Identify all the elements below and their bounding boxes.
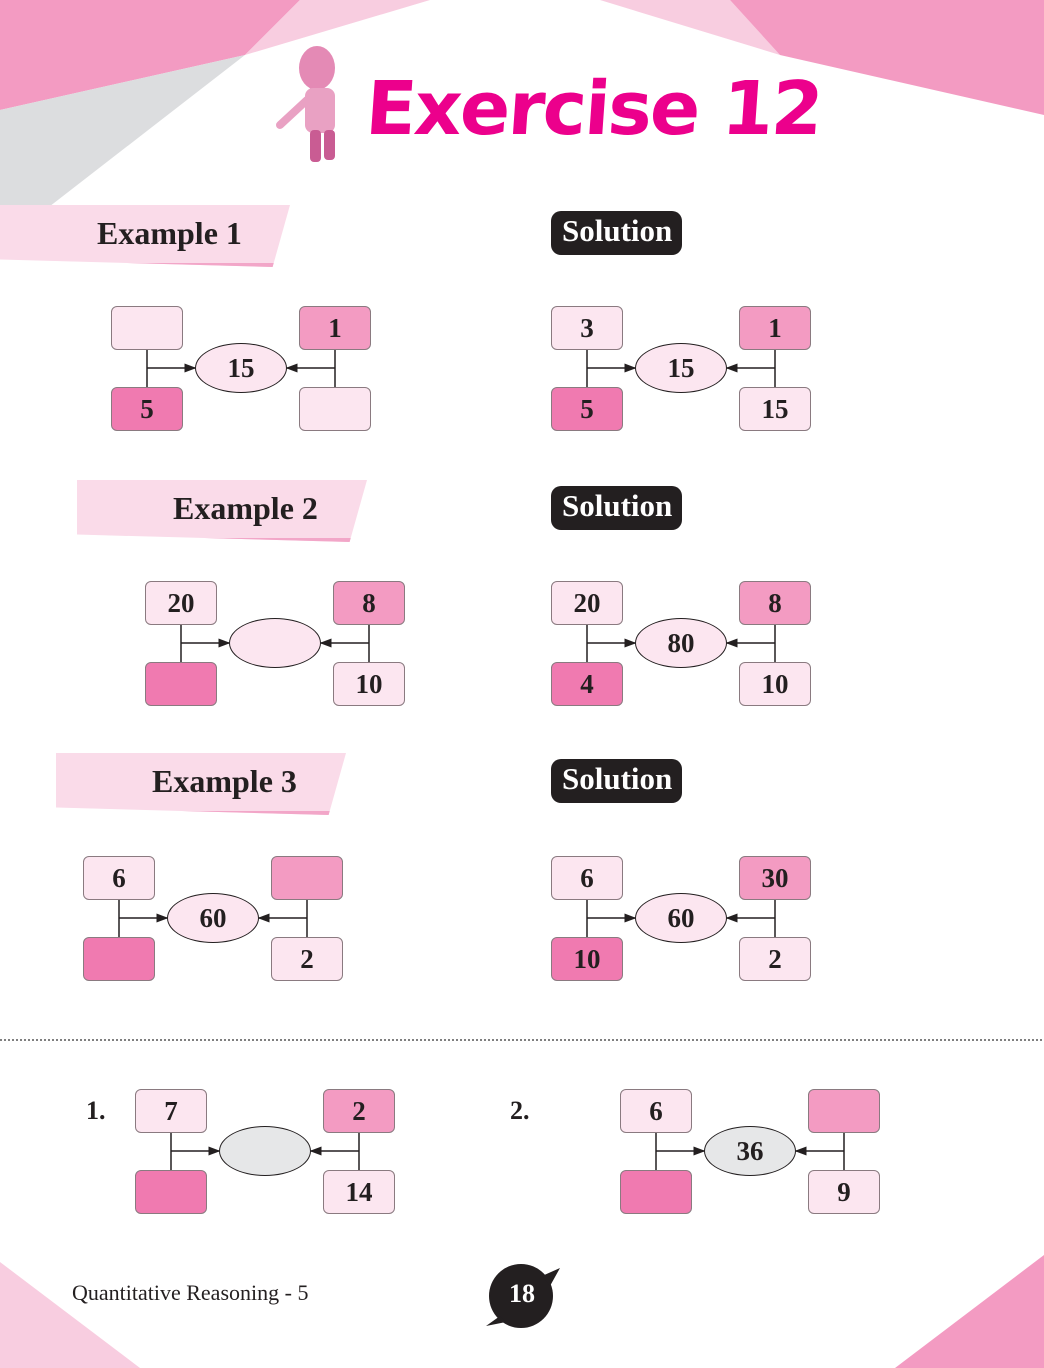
- question-number: 2.: [510, 1096, 530, 1125]
- question-1-box-tl[interactable]: 7: [135, 1089, 207, 1133]
- solution-badge: Solution: [551, 759, 683, 803]
- example-3-connectors: [118, 900, 308, 938]
- solution-1-box-bl: 5: [551, 387, 623, 431]
- example-1-banner: Example 1: [0, 205, 290, 267]
- solution-2-box-br: 10: [739, 662, 811, 706]
- page-title: Exercise 12: [362, 66, 825, 152]
- question-1-center-oval[interactable]: [219, 1126, 311, 1176]
- example-3-box-tl: 6: [83, 856, 155, 900]
- example-label: Example 3: [152, 763, 297, 799]
- solution-1-connectors: [586, 350, 776, 388]
- solution-1-box-br: 15: [739, 387, 811, 431]
- solution-3-box-bl: 10: [551, 937, 623, 981]
- solution-3-center-oval: 60: [635, 893, 727, 943]
- page-number-blob: [486, 1264, 560, 1328]
- question-1-box-br[interactable]: 14: [323, 1170, 395, 1214]
- example-2-box-br: 10: [333, 662, 405, 706]
- question-2-box-tr[interactable]: [808, 1089, 880, 1133]
- solution-badge: Solution: [551, 486, 683, 530]
- solution-2-box-tl: 20: [551, 581, 623, 625]
- solution-2-box-tr: 8: [739, 581, 811, 625]
- solution-3-box-tl: 6: [551, 856, 623, 900]
- example-1-box-br: [299, 387, 371, 431]
- solution-3-box-br: 2: [739, 937, 811, 981]
- question-1-box-bl[interactable]: [135, 1170, 207, 1214]
- question-2-box-bl[interactable]: [620, 1170, 692, 1214]
- example-1-box-bl: 5: [111, 387, 183, 431]
- example-1-box-tl: [111, 306, 183, 350]
- example-label: Example 2: [173, 490, 318, 526]
- example-1-center-oval: 15: [195, 343, 287, 393]
- question-1-connectors: [170, 1133, 360, 1171]
- example-2-center-oval: [229, 618, 321, 668]
- solution-1-box-tr: 1: [739, 306, 811, 350]
- example-1-connectors: [146, 350, 336, 388]
- example-3-center-oval: 60: [167, 893, 259, 943]
- solution-3-box-tr: 30: [739, 856, 811, 900]
- solution-1-center-oval: 15: [635, 343, 727, 393]
- page-number: 18: [509, 1279, 535, 1308]
- example-3-box-bl: [83, 937, 155, 981]
- question-2-box-tl[interactable]: 6: [620, 1089, 692, 1133]
- example-2-connectors: [180, 625, 370, 663]
- question-number: 1.: [86, 1096, 106, 1125]
- solution-2-center-oval: 80: [635, 618, 727, 668]
- footer-book-title: Quantitative Reasoning - 5: [72, 1280, 309, 1305]
- question-2-box-br[interactable]: 9: [808, 1170, 880, 1214]
- solution-2-box-bl: 4: [551, 662, 623, 706]
- solution-2-connectors: [586, 625, 776, 663]
- example-3-banner: Example 3: [56, 753, 346, 815]
- solution-3-connectors: [586, 900, 776, 938]
- example-1-box-tr: 1: [299, 306, 371, 350]
- example-3-box-tr: [271, 856, 343, 900]
- example-3-box-br: 2: [271, 937, 343, 981]
- mascot-girl-illustration: [276, 46, 335, 162]
- question-2-center-oval[interactable]: 36: [704, 1126, 796, 1176]
- example-2-box-tl: 20: [145, 581, 217, 625]
- example-2-banner: Example 2: [77, 480, 367, 542]
- question-2-connectors: [655, 1133, 845, 1171]
- question-1-box-tr[interactable]: 2: [323, 1089, 395, 1133]
- example-2-box-tr: 8: [333, 581, 405, 625]
- solution-badge: Solution: [551, 211, 683, 255]
- solution-1-box-tl: 3: [551, 306, 623, 350]
- example-2-box-bl: [145, 662, 217, 706]
- example-label: Example 1: [97, 215, 242, 251]
